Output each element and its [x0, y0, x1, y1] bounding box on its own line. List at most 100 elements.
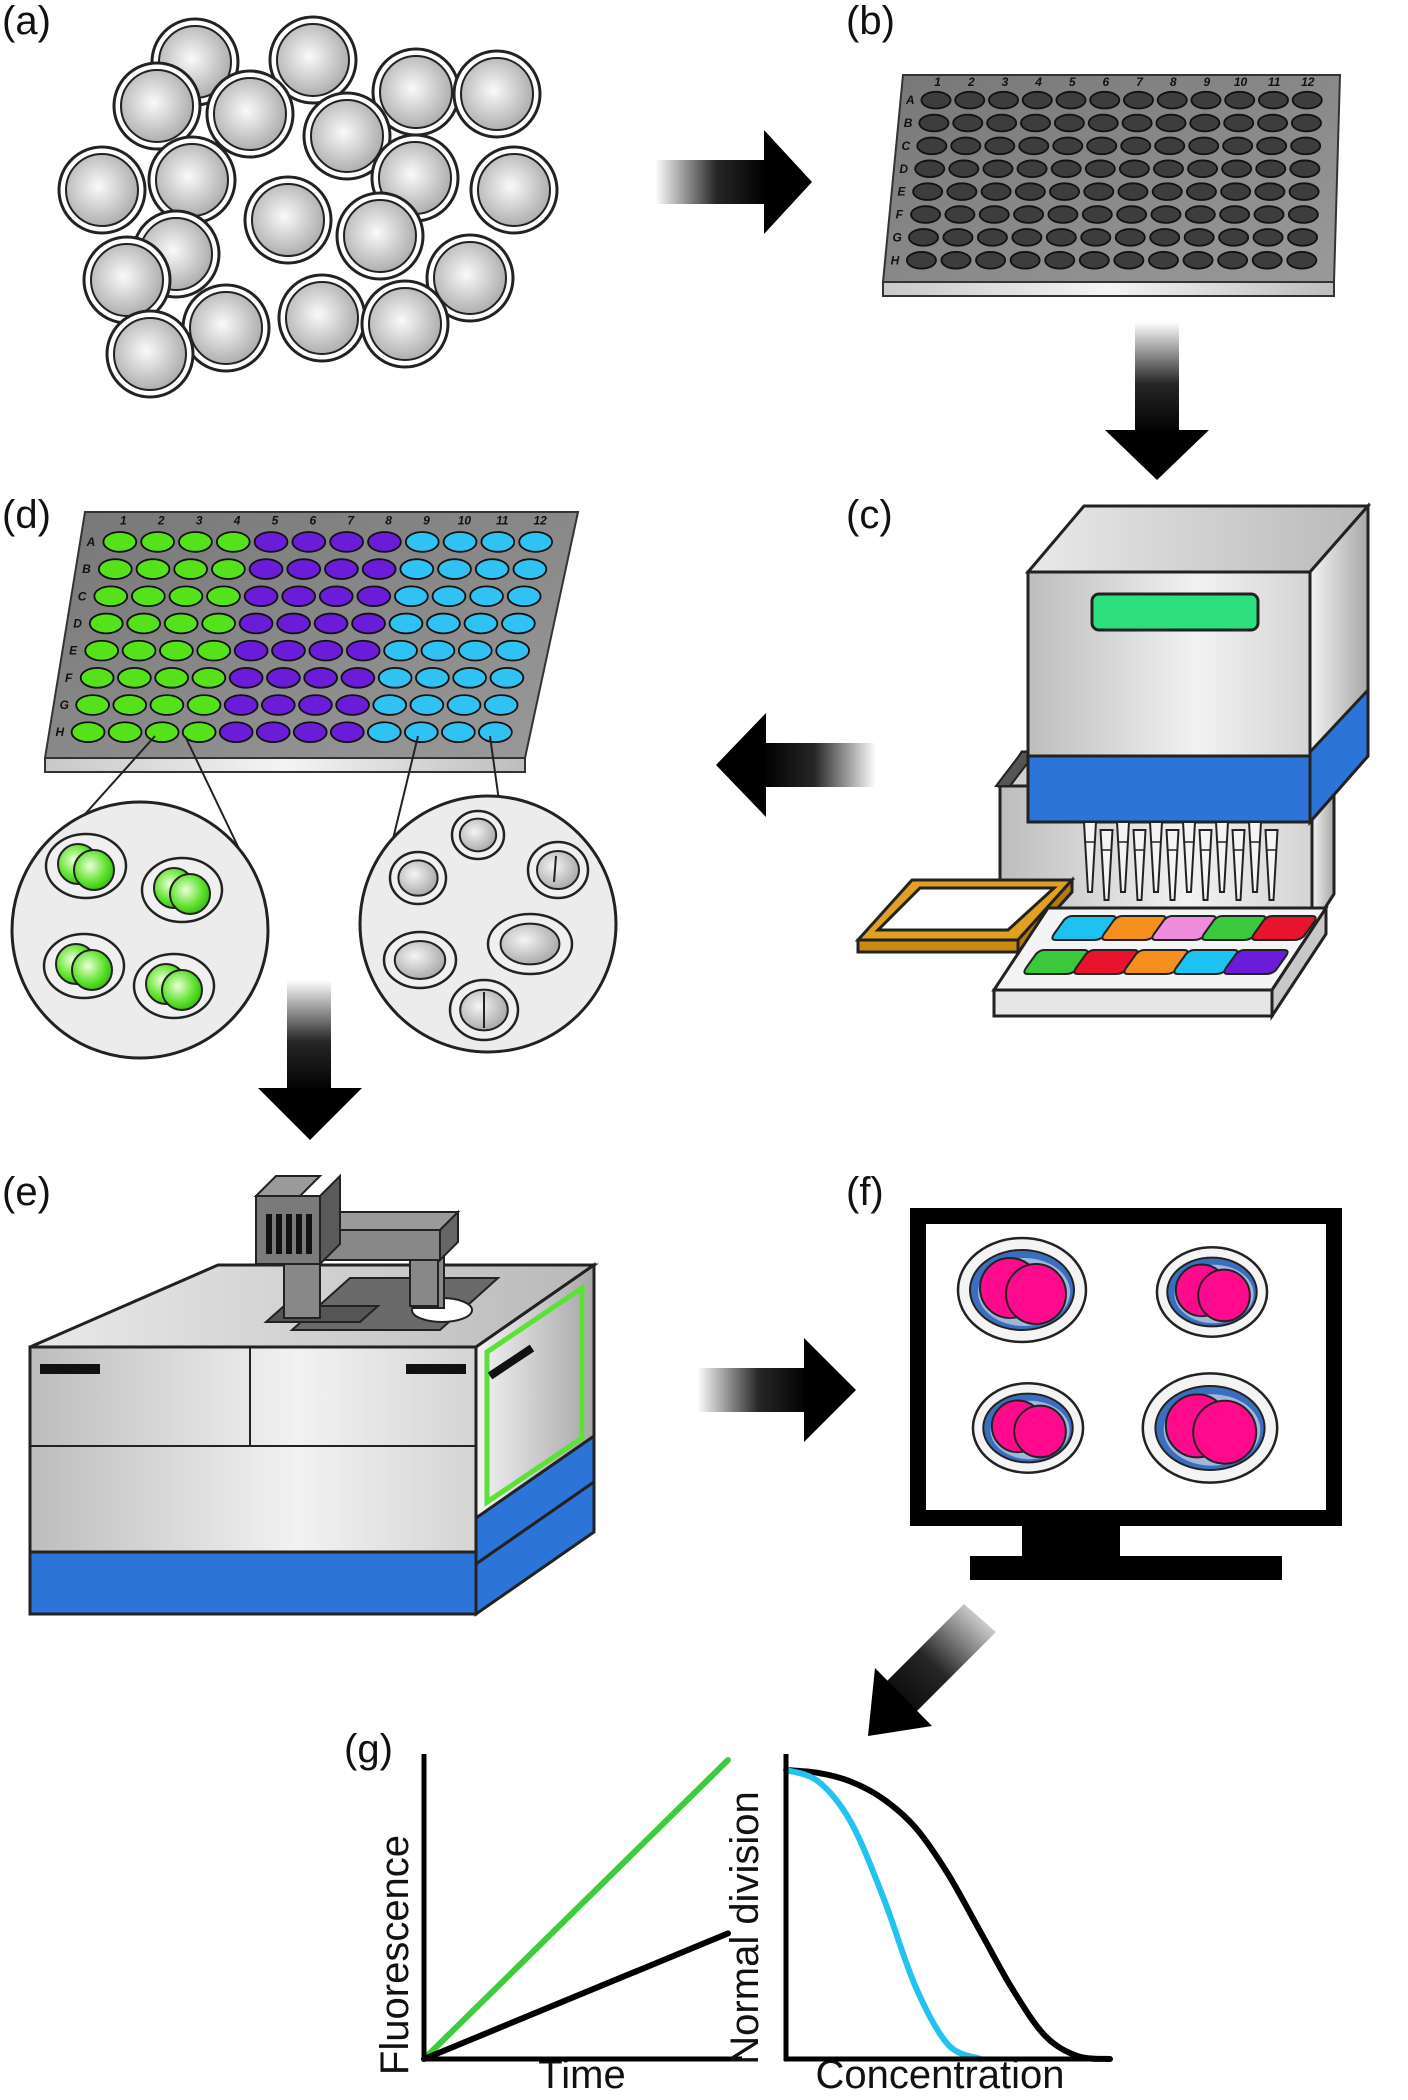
plate-well	[1189, 113, 1221, 133]
plate-well	[403, 721, 439, 743]
liquid-handler	[854, 502, 1372, 1022]
cell	[205, 69, 295, 159]
arrow-f-to-g	[868, 1604, 996, 1736]
plate-well	[1217, 251, 1249, 270]
plate-row-label: A	[86, 535, 96, 549]
plate-col-label: 10	[458, 514, 472, 528]
plate-well	[1086, 136, 1118, 156]
plate-well	[1081, 205, 1113, 224]
plate-well	[1151, 182, 1183, 201]
plate-well	[918, 113, 950, 133]
plate-well	[944, 205, 976, 224]
plate-well	[1257, 113, 1289, 133]
plate-well	[1254, 182, 1286, 201]
plate-well	[916, 136, 948, 156]
plate-well	[942, 228, 974, 247]
plate-well	[1221, 159, 1253, 179]
pipette-tip	[1264, 829, 1279, 901]
cell	[147, 135, 237, 225]
plate-well	[446, 694, 482, 716]
plate-well	[1123, 90, 1154, 110]
plate-well	[1188, 136, 1220, 156]
plate-well	[501, 612, 536, 635]
plate-well	[121, 639, 157, 662]
plate-well	[908, 228, 939, 247]
plate-well	[260, 694, 296, 716]
panel-label-b: (b)	[846, 0, 895, 43]
plate-well	[1016, 159, 1048, 179]
plate-col-label: 4	[1034, 75, 1042, 89]
plate-col-label: 12	[1301, 75, 1315, 89]
plate-well	[1050, 159, 1082, 179]
plate-col-label: 10	[1234, 75, 1248, 89]
plate-well	[912, 182, 944, 201]
cell	[360, 279, 450, 369]
plate-well	[1009, 251, 1041, 270]
plate-well	[1288, 182, 1320, 201]
plate-well	[178, 531, 213, 553]
plate-row-label: D	[73, 616, 82, 630]
plate-well	[1154, 136, 1186, 156]
reservoir-well	[1223, 949, 1289, 975]
plate-well	[452, 667, 487, 689]
plate-well	[70, 721, 106, 743]
pipette-tip	[1181, 821, 1197, 893]
plate-well	[1182, 251, 1214, 270]
plate-well	[186, 694, 222, 716]
plate-well	[140, 531, 175, 553]
plate-well	[79, 667, 115, 689]
panel-label-g: (g)	[344, 1727, 393, 1771]
plate-well	[1013, 205, 1045, 224]
arrow-e-to-f	[697, 1338, 856, 1442]
plate-well	[1052, 136, 1084, 156]
plate-col-label: 5	[1069, 75, 1076, 89]
plate-well	[1044, 251, 1076, 270]
plate-row-label: E	[898, 185, 907, 199]
plate-well	[255, 721, 291, 743]
pipette-tips	[1082, 821, 1279, 901]
plate-well	[356, 585, 392, 608]
plate-well	[1049, 182, 1081, 201]
reservoir-well	[1251, 915, 1317, 941]
plate-well	[1287, 205, 1319, 224]
arrow-a-to-b	[655, 130, 812, 234]
plate-well	[361, 558, 397, 580]
plate-row-label: H	[55, 725, 64, 739]
plate-well	[1291, 90, 1323, 110]
plate-well	[1120, 136, 1152, 156]
plate-well	[1087, 113, 1119, 133]
plate-well	[281, 585, 316, 608]
plate-col-label: 1	[120, 514, 127, 528]
plate-col-label: 3	[1002, 75, 1009, 89]
plate-well	[215, 531, 251, 553]
plate-well	[952, 113, 984, 133]
abnormal-cell	[526, 840, 590, 900]
plate-well	[243, 585, 279, 608]
plate-col-label: 11	[496, 514, 509, 528]
plate-well	[988, 90, 1019, 110]
cell	[371, 47, 461, 137]
plate-well	[506, 585, 542, 608]
plate-well	[131, 585, 166, 608]
dividing-cell-green	[140, 856, 224, 924]
series-line-0-0	[421, 1757, 731, 2062]
plate-well	[1290, 113, 1322, 133]
plate-well	[518, 531, 553, 553]
plate-well	[159, 639, 194, 662]
cell	[268, 15, 358, 105]
pipette-tip	[1115, 821, 1131, 893]
plate-well	[163, 612, 199, 635]
arrow-d-to-e	[258, 980, 362, 1140]
plate-well	[329, 721, 365, 743]
cell	[425, 233, 515, 323]
plate-well	[372, 694, 408, 716]
plate-well	[318, 585, 354, 608]
plate-well	[1116, 205, 1148, 224]
panel-label-f: (f)	[846, 1170, 884, 1214]
plate-well	[206, 585, 241, 608]
plate-well	[107, 721, 143, 743]
pipette-tip	[1247, 821, 1263, 893]
plate-well	[1047, 205, 1079, 224]
cell	[181, 283, 271, 373]
